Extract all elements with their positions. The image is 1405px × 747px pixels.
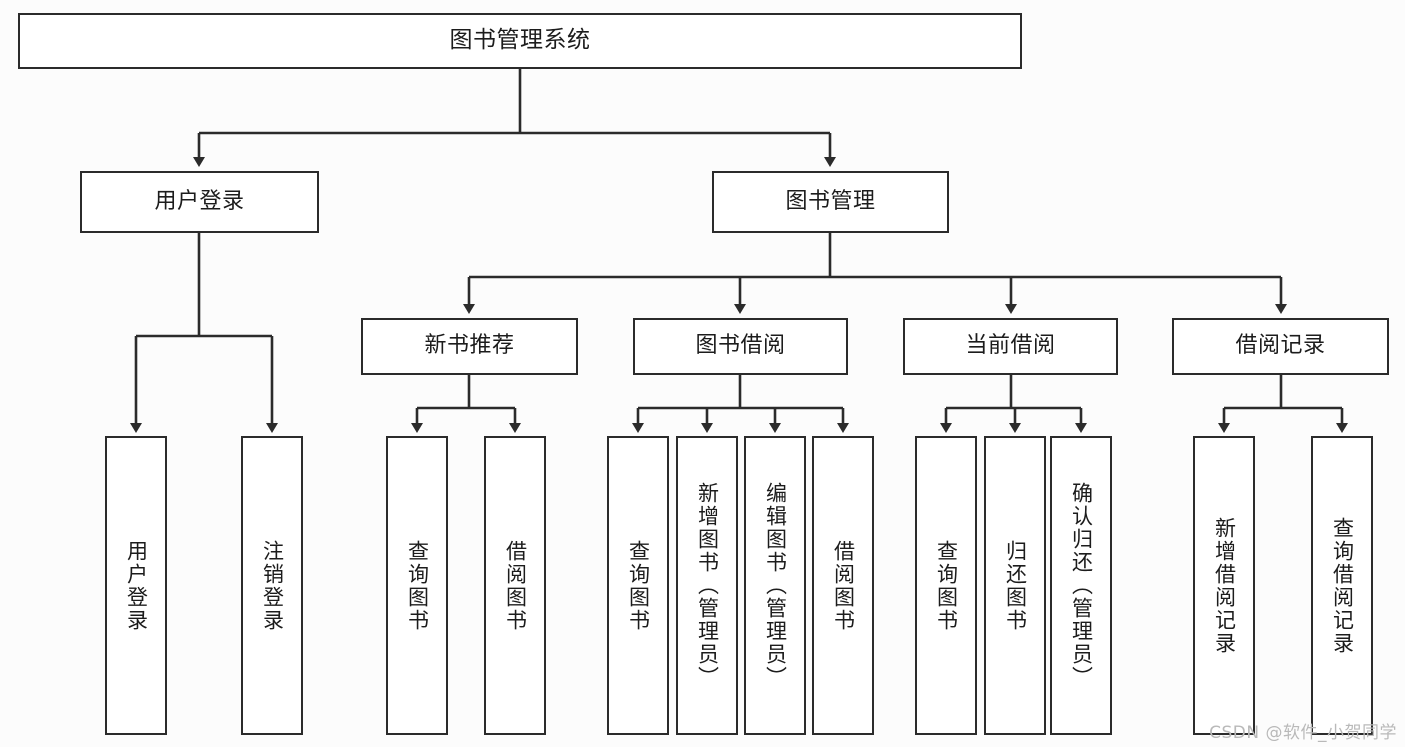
leaf-record-query-record[interactable]: 查询借阅记录 xyxy=(1311,436,1373,735)
node-label: 查询图书 xyxy=(626,539,651,632)
node-label: 查询借阅记录 xyxy=(1330,516,1355,655)
node-label: 借阅图书 xyxy=(831,539,856,632)
leaf-user-login-logout[interactable]: 注销登录 xyxy=(241,436,303,735)
node-user-login[interactable]: 用户登录 xyxy=(80,171,319,233)
node-label: 图书管理 xyxy=(785,188,876,214)
node-label: 注销登录 xyxy=(260,539,285,632)
node-label: 用户登录 xyxy=(124,539,149,632)
node-label: 新增借阅记录 xyxy=(1212,516,1237,655)
node-label: 查询图书 xyxy=(934,539,959,632)
node-label: 新增图书（管理员） xyxy=(695,482,720,689)
leaf-recommend-borrow-book[interactable]: 借阅图书 xyxy=(484,436,546,735)
node-borrow-record[interactable]: 借阅记录 xyxy=(1172,318,1389,375)
leaf-borrow-add-book-admin[interactable]: 新增图书（管理员） xyxy=(676,436,738,735)
leaf-borrow-query-book[interactable]: 查询图书 xyxy=(607,436,669,735)
leaf-current-return-book[interactable]: 归还图书 xyxy=(984,436,1046,735)
node-label: 图书借阅 xyxy=(695,333,786,359)
node-book-management[interactable]: 图书管理 xyxy=(712,171,949,233)
leaf-recommend-query-book[interactable]: 查询图书 xyxy=(386,436,448,735)
node-current-borrow[interactable]: 当前借阅 xyxy=(903,318,1118,375)
node-label: 用户登录 xyxy=(154,188,245,214)
leaf-record-add-record[interactable]: 新增借阅记录 xyxy=(1193,436,1255,735)
node-label: 确认归还（管理员） xyxy=(1069,482,1094,689)
node-label: 借阅记录 xyxy=(1235,333,1326,359)
node-label: 当前借阅 xyxy=(965,333,1056,359)
leaf-current-confirm-return-admin[interactable]: 确认归还（管理员） xyxy=(1050,436,1112,735)
leaf-current-query-book[interactable]: 查询图书 xyxy=(915,436,977,735)
node-label: 归还图书 xyxy=(1003,539,1028,632)
leaf-user-login-login[interactable]: 用户登录 xyxy=(105,436,167,735)
node-root-library-system[interactable]: 图书管理系统 xyxy=(18,13,1022,69)
leaf-borrow-borrow-book[interactable]: 借阅图书 xyxy=(812,436,874,735)
node-label: 查询图书 xyxy=(405,539,430,632)
csdn-watermark: CSDN @软件_小贺同学 xyxy=(1209,723,1397,743)
node-label: 新书推荐 xyxy=(424,333,515,359)
node-book-borrow[interactable]: 图书借阅 xyxy=(633,318,848,375)
leaf-borrow-edit-book-admin[interactable]: 编辑图书（管理员） xyxy=(744,436,806,735)
node-new-book-recommend[interactable]: 新书推荐 xyxy=(361,318,578,375)
node-label: 借阅图书 xyxy=(503,539,528,632)
node-label: 图书管理系统 xyxy=(449,27,591,54)
node-label: 编辑图书（管理员） xyxy=(763,482,788,689)
